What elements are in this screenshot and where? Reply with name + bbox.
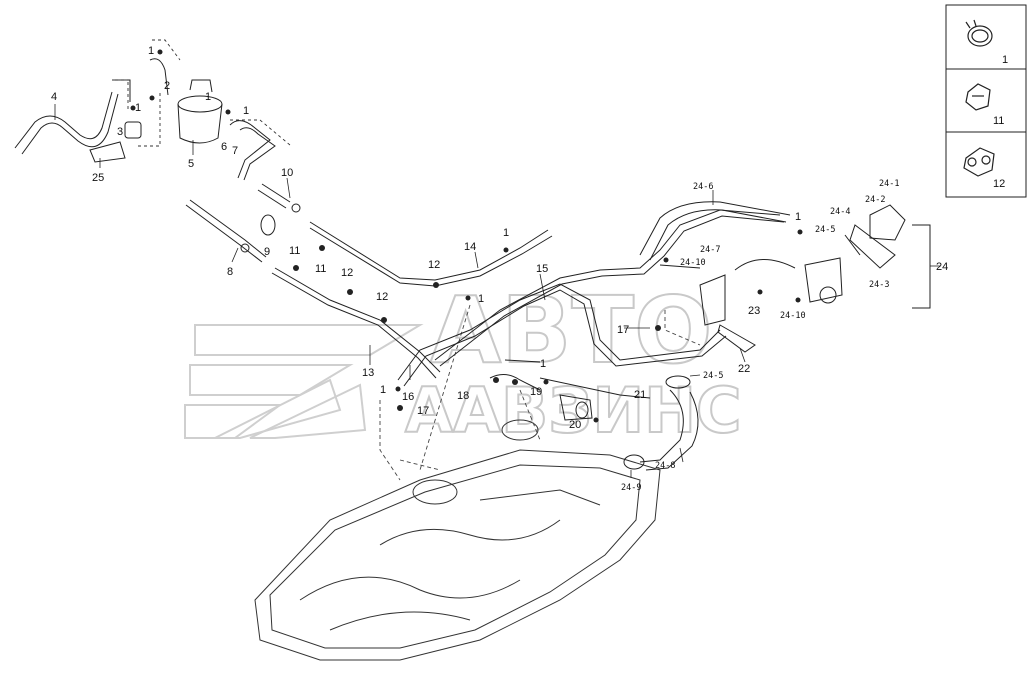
callout-9: 9 xyxy=(264,246,270,258)
callout-1e: 1 xyxy=(478,293,484,305)
hose-24-6 xyxy=(639,201,791,261)
fasteners xyxy=(130,49,803,423)
callout-12a: 12 xyxy=(341,267,353,279)
callout-18: 18 xyxy=(457,390,469,402)
callout-23: 23 xyxy=(748,305,760,317)
callout-6: 6 xyxy=(221,141,227,153)
callout-24: 24 xyxy=(936,261,948,273)
callout-1g: 1 xyxy=(540,358,546,370)
hose-clamp-icon xyxy=(965,19,993,47)
callout-10: 10 xyxy=(281,167,293,179)
callout-3: 3 xyxy=(117,126,123,138)
callout-7: 7 xyxy=(232,145,238,157)
clip-icon xyxy=(965,83,991,111)
callout-17b: 17 xyxy=(617,324,629,336)
callout-11b: 11 xyxy=(315,263,326,275)
hose-4 xyxy=(14,91,119,155)
leader-lines xyxy=(54,104,940,478)
legend-box xyxy=(945,4,1027,198)
pipes xyxy=(271,209,785,399)
callout-19: 19 xyxy=(530,386,542,398)
callout-2: 2 xyxy=(164,80,170,92)
callout-1b: 1 xyxy=(135,102,141,114)
bracket-24 xyxy=(912,224,931,309)
callout-14: 14 xyxy=(464,241,476,253)
callout-13: 13 xyxy=(362,367,374,379)
callout-1a: 1 xyxy=(148,45,154,57)
tank-dashed-guides xyxy=(379,304,701,481)
callout-1c-left: 1 xyxy=(205,91,211,103)
watermark-text-1: АВТО xyxy=(430,277,712,384)
subcallout-24-10a: 24-10 xyxy=(680,258,706,268)
hose-10 xyxy=(257,183,301,213)
dashed-box-1 xyxy=(112,39,291,147)
legend-label-11: 11 xyxy=(993,115,1004,127)
subcallout-24-8: 24-8 xyxy=(655,461,675,471)
double-clip-icon xyxy=(963,147,995,177)
hose-8 xyxy=(185,199,267,263)
canister-5 xyxy=(149,58,223,144)
hose-7 xyxy=(229,120,276,181)
callout-1f: 1 xyxy=(380,384,386,396)
callout-4: 4 xyxy=(51,91,57,103)
callout-12c: 12 xyxy=(376,291,388,303)
subcallout-24-2: 24-2 xyxy=(865,195,885,205)
subcallout-24-3: 24-3 xyxy=(869,280,889,290)
subcallout-24-9: 24-9 xyxy=(621,483,641,493)
callout-20: 20 xyxy=(569,419,581,431)
subcallout-24-5: 24-5 xyxy=(815,225,835,235)
callout-12b: 12 xyxy=(428,259,440,271)
hose-24-8 xyxy=(623,375,699,471)
legend: 1 11 12 xyxy=(945,4,1027,198)
watermark-logo xyxy=(184,324,424,439)
subcallouts: 24-1 24-2 24-3 24-4 24-5 24-6 24-7 24-8 … xyxy=(621,179,899,493)
callout-8: 8 xyxy=(227,266,233,278)
callout-21: 21 xyxy=(634,389,646,401)
subcallout-24-7: 24-7 xyxy=(700,245,720,255)
valve-3 xyxy=(89,79,142,163)
callout-22: 22 xyxy=(738,363,750,375)
callout-1c: 1 xyxy=(243,105,249,117)
fuel-tank xyxy=(254,419,661,661)
subcallout-24-6: 24-6 xyxy=(693,182,713,192)
callouts: 1 2 1 1 1 3 4 5 6 7 25 10 9 8 11 11 12 1… xyxy=(51,45,948,431)
subcallout-24-1: 24-1 xyxy=(879,179,899,189)
subcallout-24-10b: 24-10 xyxy=(780,311,806,321)
callout-17a: 17 xyxy=(417,405,429,417)
legend-label-12: 12 xyxy=(993,178,1005,190)
ring-9 xyxy=(260,214,276,236)
callout-1d: 1 xyxy=(503,227,509,239)
callout-11a: 11 xyxy=(289,245,300,257)
callout-5: 5 xyxy=(188,158,194,170)
subcallout-24-5b: 24-5 xyxy=(703,371,723,381)
filler-neck-24 xyxy=(659,204,906,353)
callout-16: 16 xyxy=(402,391,414,403)
callout-15: 15 xyxy=(536,263,548,275)
callout-25: 25 xyxy=(92,172,104,184)
legend-label-1: 1 xyxy=(1002,54,1008,66)
connector-20 xyxy=(489,359,593,421)
callout-1h: 1 xyxy=(795,211,801,223)
subcallout-24-4: 24-4 xyxy=(830,207,850,217)
